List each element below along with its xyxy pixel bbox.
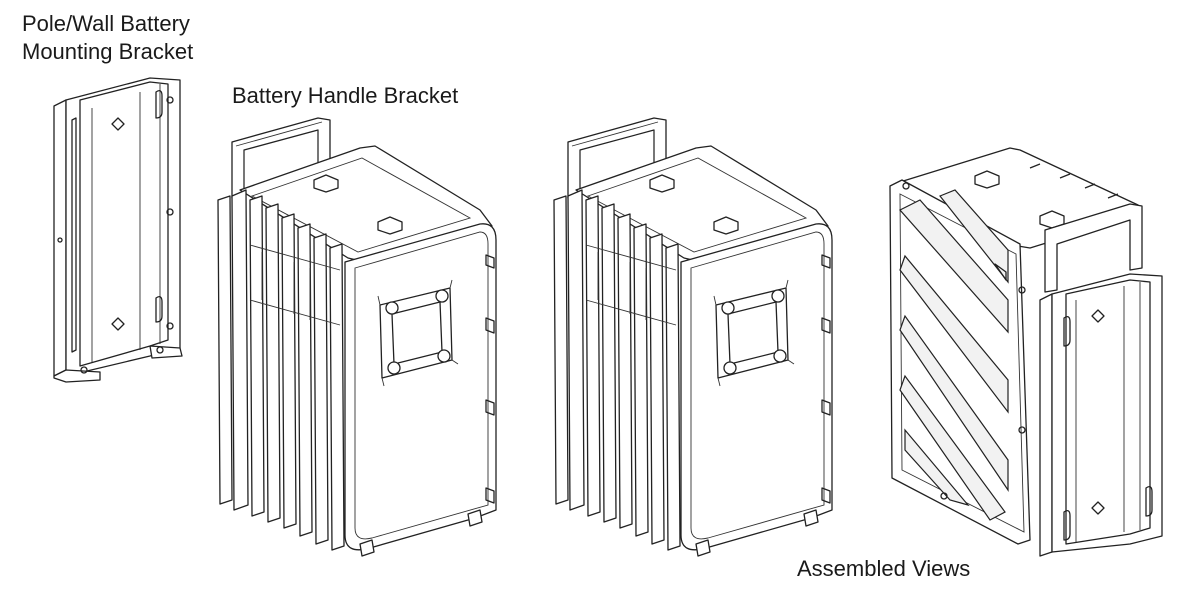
handle-bracket-label: Battery Handle Bracket: [232, 83, 459, 108]
assembled-battery-with-mount-drawing: [889, 147, 1163, 557]
assembled-battery-front-drawing: [553, 117, 833, 557]
battery-with-handle-bracket-drawing: [217, 117, 497, 557]
mounting-bracket-label-line1: Pole/Wall Battery: [22, 11, 190, 36]
assembled-views-label: Assembled Views: [797, 556, 971, 581]
mounting-bracket-label-line2: Mounting Bracket: [22, 39, 194, 64]
pole-wall-mounting-bracket-drawing: [53, 77, 183, 383]
